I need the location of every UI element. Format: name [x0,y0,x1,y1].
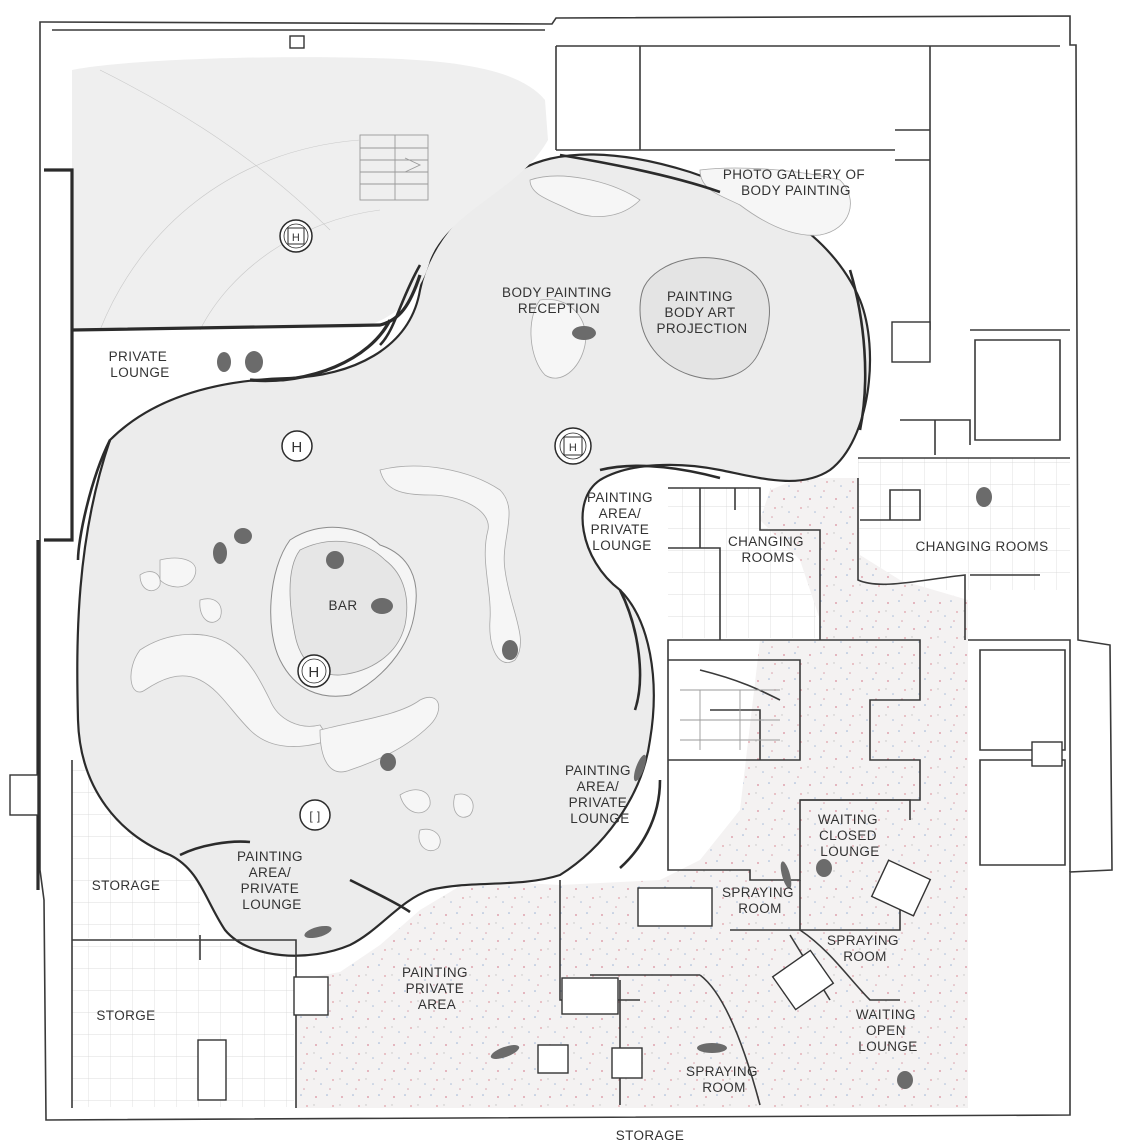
label-painting-area-middle: PAINTING AREA/ PRIVATE LOUNGE [565,763,635,826]
column-icon-3: H [554,427,592,465]
label-storage-bottom: STORAGE [616,1128,685,1143]
figure-icon [326,551,344,569]
stair-top [359,134,429,201]
figure-icon [213,528,252,564]
elevator-icon: [ ] [299,799,331,831]
label-painting-area-upper: PAINTING AREA/ PRIVATE LOUNGE [587,490,657,553]
label-spraying-room-center: SPRAYING ROOM [722,885,798,916]
figure-icon [572,326,596,340]
figure-icon [304,925,332,939]
label-waiting-open-lounge: WAITING OPEN LOUNGE [856,1007,920,1054]
interior-walls [71,274,1070,1108]
label-body-painting-reception: BODY PAINTING RECEPTION [502,285,616,316]
figure-icon [502,640,518,660]
label-waiting-closed-lounge: WAITING CLOSED LOUNGE [818,812,882,859]
figure-icon [897,1071,913,1089]
figure-icon [371,598,393,614]
svg-text:H: H [291,439,302,456]
changing-rooms-tile-floor [858,458,1070,590]
column-icon-2: H [281,430,313,462]
room-labels: PHOTO GALLERY OF BODY PAINTING BODY PAIN… [92,167,1048,1143]
svg-text:H: H [308,664,319,681]
upper-lobby-floor [72,57,548,331]
label-changing-rooms-right: CHANGING ROOMS [915,539,1048,554]
label-painting-private-area: PAINTING PRIVATE AREA [402,965,472,1012]
fixtures [537,859,932,1079]
figure-icon [490,1045,520,1059]
label-spraying-room-bottom: SPRAYING ROOM [686,1064,762,1095]
figures [213,326,992,1089]
column-icon-1: H [279,219,313,253]
storge-tile-floor [72,942,294,1107]
curved-screens [76,153,867,914]
label-changing-rooms-center: CHANGING ROOMS [728,534,808,565]
label-storage-left: STORAGE [92,878,161,893]
flooring [72,57,1070,1108]
svg-text:H: H [292,232,300,244]
figure-icon [780,861,792,889]
label-bar: BAR [329,598,358,613]
figure-icon [380,753,396,771]
label-painting-projection: PAINTING BODY ART PROJECTION [656,289,747,336]
label-private-lounge: PRIVATE LOUNGE [109,349,172,380]
figure-icon [816,859,832,877]
floor-ribbons [130,167,851,852]
figure-icon [633,754,647,782]
figure-icon [697,1043,727,1053]
svg-text:[ ]: [ ] [309,809,320,823]
label-photo-gallery: PHOTO GALLERY OF BODY PAINTING [723,167,869,198]
label-storge: STORGE [96,1008,155,1023]
bar-island [270,526,417,697]
figure-icon [217,351,263,373]
label-painting-area-lower: PAINTING AREA/ PRIVATE LOUNGE [237,849,307,912]
column-markers: H H H H [ ] [279,219,592,831]
svg-text:H: H [569,442,577,454]
building-shell [9,15,1113,1121]
figure-icon [976,487,992,507]
column-icon-4: H [297,654,331,688]
projection-blob [639,257,770,380]
label-spraying-room-right: SPRAYING ROOM [827,933,903,964]
